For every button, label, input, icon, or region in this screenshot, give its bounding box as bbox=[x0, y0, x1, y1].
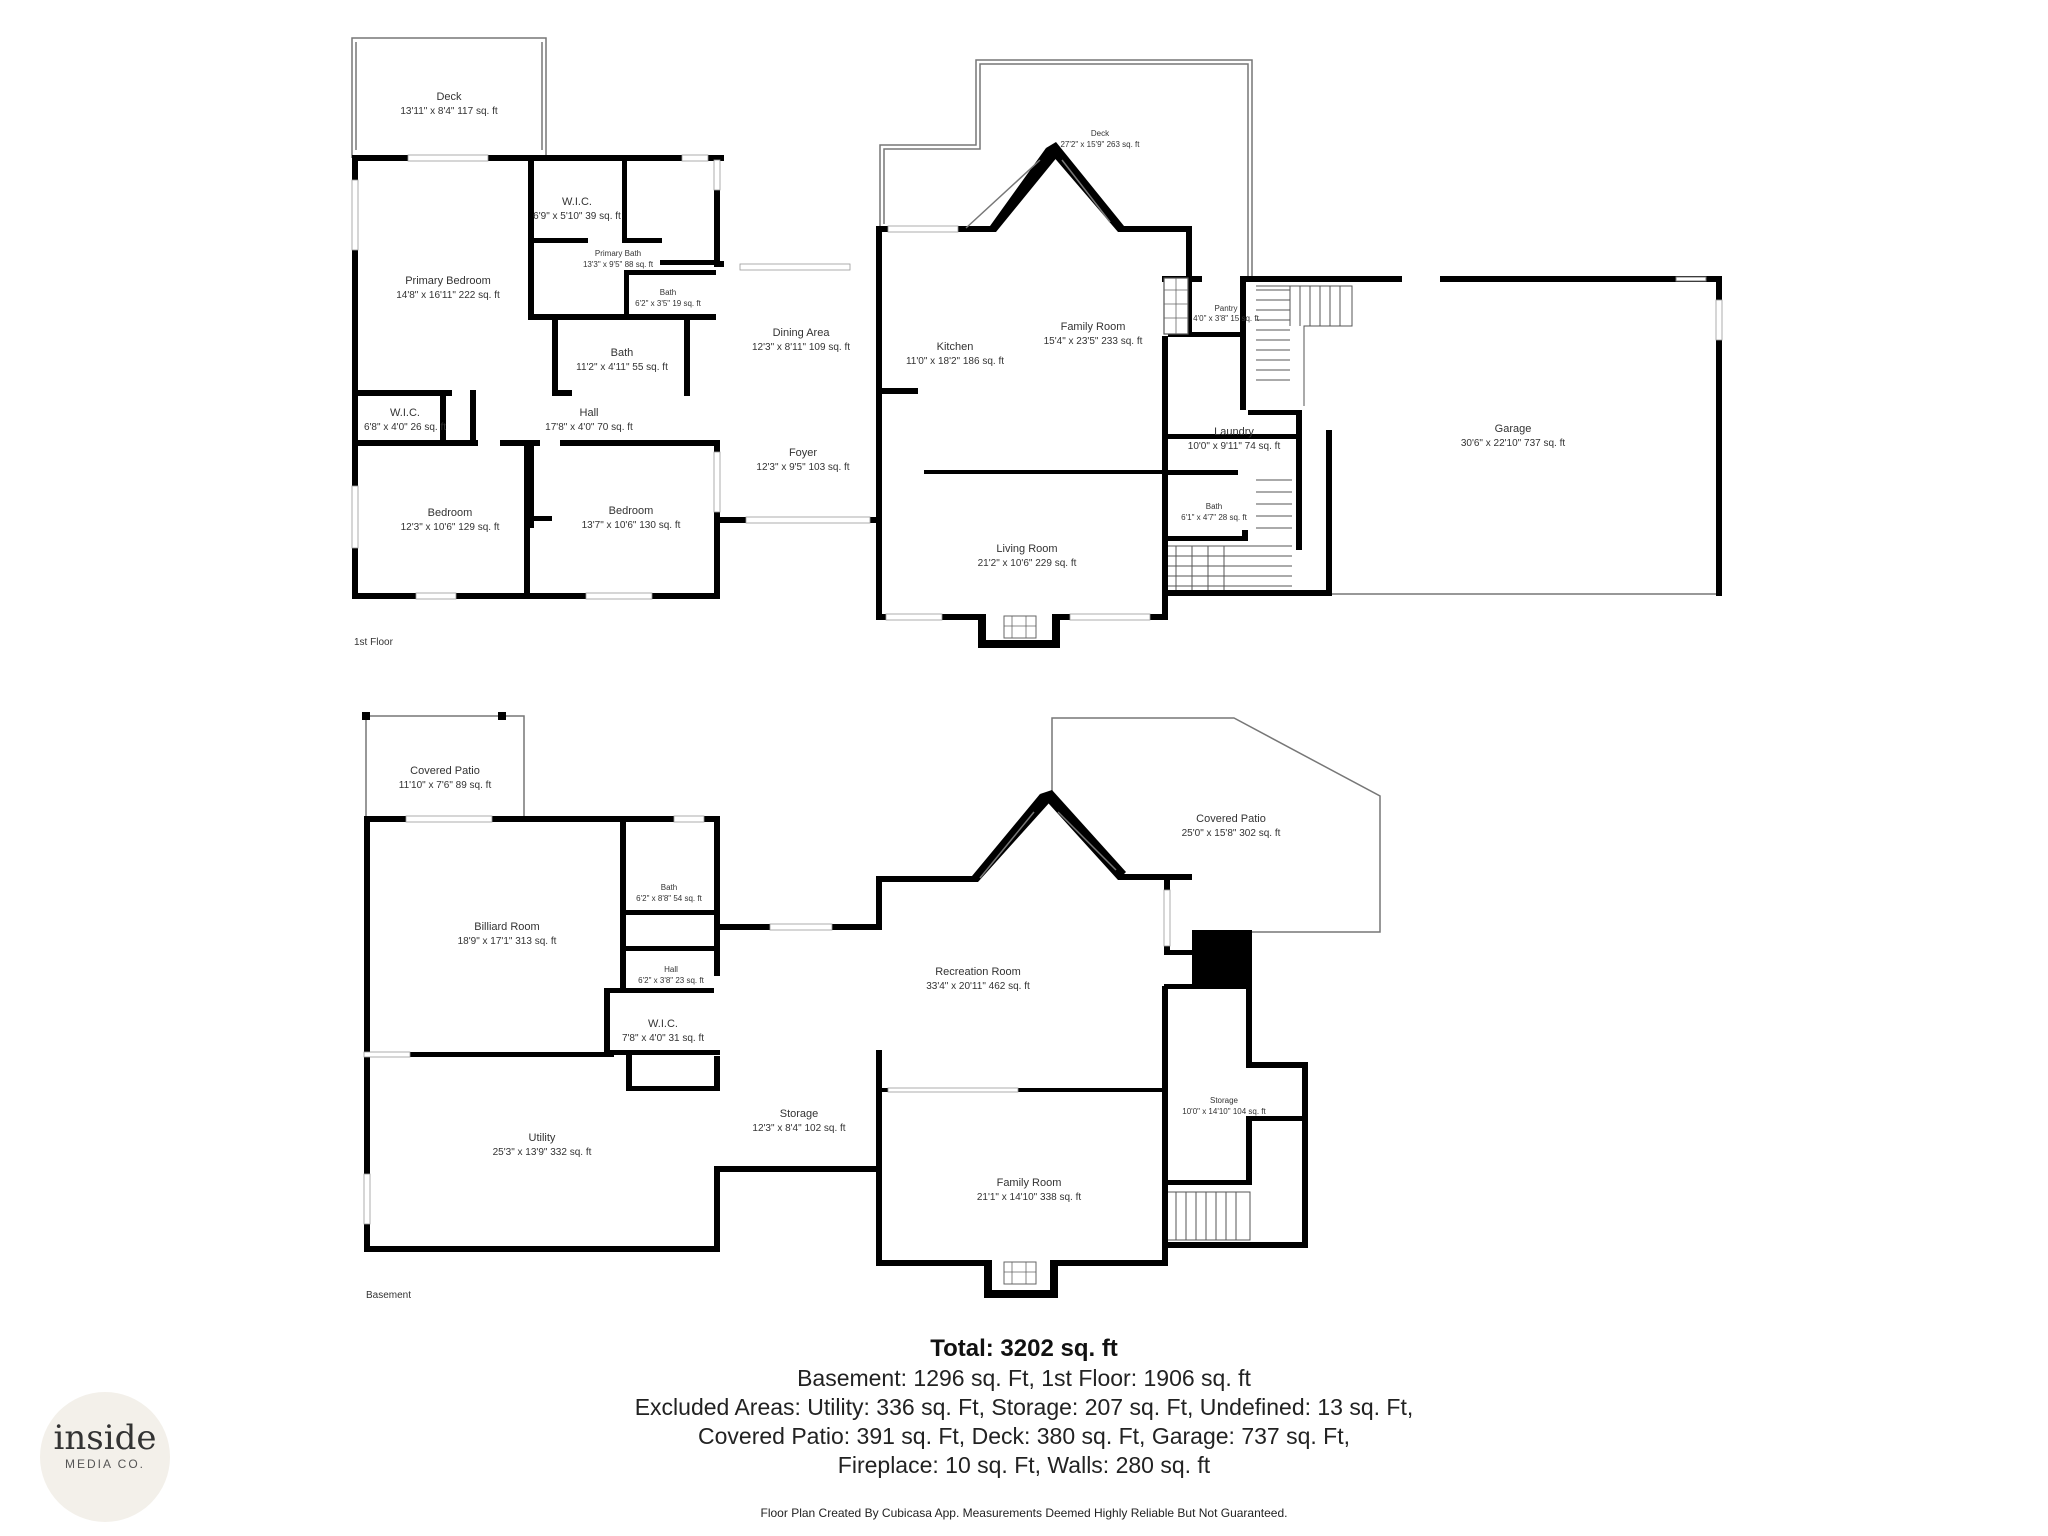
room-name: Bath bbox=[660, 288, 676, 297]
room-name: Covered Patio bbox=[1196, 813, 1266, 825]
room-name: Kitchen bbox=[937, 341, 974, 353]
room-name: Laundry bbox=[1214, 426, 1254, 438]
room-dims: 10'0" x 14'10" 104 sq. ft bbox=[1182, 1107, 1266, 1116]
room-dims: 33'4" x 20'11" 462 sq. ft bbox=[926, 981, 1030, 992]
room-name: Storage bbox=[780, 1108, 819, 1120]
room-name: Bedroom bbox=[609, 505, 654, 517]
room-dims: 6'8" x 4'0" 26 sq. ft bbox=[364, 422, 446, 433]
room-name: Bath bbox=[661, 883, 677, 892]
room-name: Deck bbox=[436, 91, 462, 103]
deck-left-outline bbox=[351, 37, 547, 158]
room-dims: 27'2" x 15'9" 263 sq. ft bbox=[1060, 140, 1140, 149]
room-dims: 30'6" x 22'10" 737 sq. ft bbox=[1461, 438, 1566, 449]
floor-areas: Basement: 1296 sq. Ft, 1st Floor: 1906 s… bbox=[797, 1365, 1251, 1391]
room-dims: 12'3" x 9'5" 103 sq. ft bbox=[756, 462, 849, 473]
room-name: Bath bbox=[1206, 502, 1222, 511]
room-dims: 15'4" x 23'5" 233 sq. ft bbox=[1044, 336, 1143, 347]
room-dims: 21'2" x 10'6" 229 sq. ft bbox=[978, 558, 1077, 569]
room-name: Covered Patio bbox=[410, 765, 480, 777]
room-dims: 4'0" x 3'8" 15 sq. ft bbox=[1193, 314, 1259, 323]
room-name: Dining Area bbox=[773, 327, 831, 339]
area-summary: Total: 3202 sq. ft Basement: 1296 sq. Ft… bbox=[524, 1334, 1524, 1480]
room-name: Foyer bbox=[789, 447, 817, 459]
room-dims: 12'3" x 8'11" 109 sq. ft bbox=[752, 342, 850, 353]
room-dims: 7'8" x 4'0" 31 sq. ft bbox=[622, 1033, 704, 1044]
excluded-areas-line-1: Excluded Areas: Utility: 336 sq. Ft, Sto… bbox=[634, 1394, 1414, 1420]
room-name: Primary Bath bbox=[595, 249, 641, 258]
room-dims: 13'3" x 9'5" 88 sq. ft bbox=[583, 260, 654, 269]
room-name: Deck bbox=[1091, 129, 1110, 138]
room-name: Primary Bedroom bbox=[405, 275, 491, 287]
room-dims: 25'0" x 15'8" 302 sq. ft bbox=[1182, 828, 1281, 839]
room-dims: 13'7" x 10'6" 130 sq. ft bbox=[582, 520, 681, 531]
excluded-areas-line-3: Fireplace: 10 sq. Ft, Walls: 280 sq. ft bbox=[837, 1452, 1211, 1478]
room-dims: 12'3" x 10'6" 129 sq. ft bbox=[401, 522, 500, 533]
room-name: Pantry bbox=[1214, 304, 1237, 313]
first-floor-plan bbox=[351, 37, 1723, 648]
room-dims: 6'1" x 4'7" 28 sq. ft bbox=[1181, 513, 1247, 522]
room-dims: 18'9" x 17'1" 313 sq. ft bbox=[458, 936, 557, 947]
room-dims: 14'8" x 16'11" 222 sq. ft bbox=[396, 290, 500, 301]
room-name: W.I.C. bbox=[648, 1018, 678, 1030]
room-name: Family Room bbox=[1061, 321, 1126, 333]
room-dims: 11'10" x 7'6" 89 sq. ft bbox=[399, 780, 492, 791]
basement-plan bbox=[362, 712, 1381, 1298]
room-name: Hall bbox=[580, 407, 599, 419]
room-labels: Deck 13'11" x 8'4" 117 sq. ft W.I.C. 6'9… bbox=[364, 91, 1565, 1203]
room-dims: 6'2" x 8'8" 54 sq. ft bbox=[636, 894, 702, 903]
room-dims: 10'0" x 9'11" 74 sq. ft bbox=[1188, 441, 1281, 452]
covered-patio-right-outline bbox=[1051, 717, 1381, 933]
room-name: Family Room bbox=[997, 1177, 1062, 1189]
room-dims: 11'0" x 18'2" 186 sq. ft bbox=[906, 356, 1004, 367]
room-dims: 6'2" x 3'5" 19 sq. ft bbox=[635, 299, 701, 308]
room-dims: 25'3" x 13'9" 332 sq. ft bbox=[493, 1147, 592, 1158]
deck-right-outline bbox=[879, 59, 1253, 280]
total-area: Total: 3202 sq. ft bbox=[930, 1335, 1118, 1362]
room-name: Living Room bbox=[996, 543, 1057, 555]
room-name: W.I.C. bbox=[562, 196, 592, 208]
room-name: Garage bbox=[1495, 423, 1532, 435]
inside-media-logo: inside MEDIA CO. bbox=[40, 1392, 170, 1522]
disclaimer: Floor Plan Created By Cubicasa App. Meas… bbox=[760, 1506, 1288, 1520]
room-dims: 6'9" x 5'10" 39 sq. ft bbox=[533, 211, 621, 222]
logo-sub: MEDIA CO. bbox=[64, 1457, 145, 1471]
room-name: Billiard Room bbox=[474, 921, 539, 933]
covered-patio-left-outline bbox=[365, 715, 525, 820]
room-name: Utility bbox=[529, 1132, 556, 1144]
excluded-areas-line-2: Covered Patio: 391 sq. Ft, Deck: 380 sq.… bbox=[698, 1423, 1350, 1449]
floor-label-basement: Basement bbox=[366, 1290, 411, 1301]
room-name: Bath bbox=[611, 347, 634, 359]
room-dims: 12'3" x 8'4" 102 sq. ft bbox=[752, 1123, 845, 1134]
room-dims: 13'11" x 8'4" 117 sq. ft bbox=[400, 106, 497, 117]
stairs-first-floor bbox=[1168, 285, 1353, 590]
floor-label-first: 1st Floor bbox=[354, 637, 394, 648]
logo-word: inside bbox=[53, 1418, 157, 1458]
room-dims: 11'2" x 4'11" 55 sq. ft bbox=[576, 362, 668, 373]
room-name: W.I.C. bbox=[390, 407, 420, 419]
room-dims: 17'8" x 4'0" 70 sq. ft bbox=[545, 422, 633, 433]
room-dims: 21'1" x 14'10" 338 sq. ft bbox=[977, 1192, 1082, 1203]
room-name: Storage bbox=[1210, 1096, 1239, 1105]
room-name: Bedroom bbox=[428, 507, 473, 519]
room-name: Hall bbox=[664, 965, 678, 974]
stairs-basement bbox=[1168, 1191, 1251, 1241]
room-dims: 6'2" x 3'8" 23 sq. ft bbox=[638, 976, 704, 985]
room-name: Recreation Room bbox=[935, 966, 1021, 978]
